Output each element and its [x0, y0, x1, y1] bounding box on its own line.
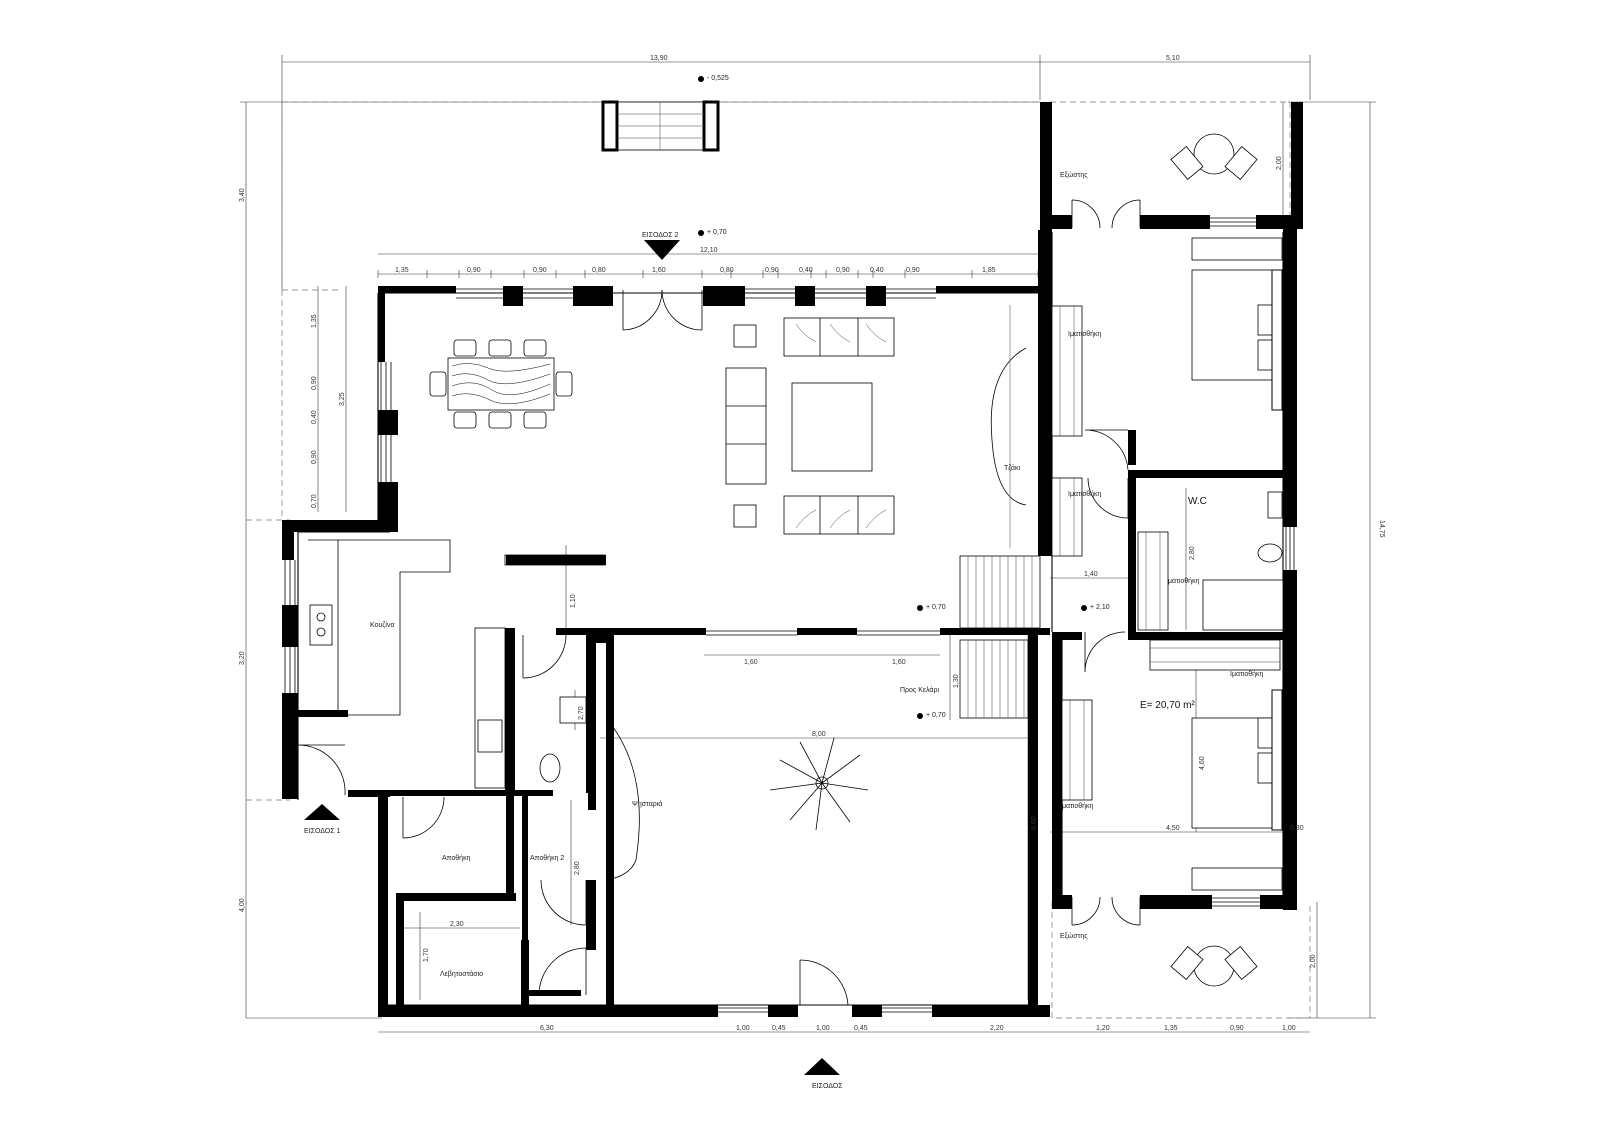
dim-row-2: 0,90	[533, 267, 547, 274]
dim-row-6: 0,90	[765, 267, 779, 274]
dim-row-11: 1,85	[982, 267, 996, 274]
dim-top-right: 5,10	[1166, 55, 1180, 62]
furniture	[308, 133, 1284, 987]
dim-win2: 1,60	[892, 659, 906, 666]
dim-left-inner-3: 0,90	[311, 450, 318, 464]
wardrobe-wc-label: ματιοθήκη	[1168, 578, 1200, 585]
dim-stair-h: 1,30	[953, 674, 960, 688]
dim-bottom-5: 2,20	[990, 1025, 1004, 1032]
dim-left-inner-1: 0,90	[311, 376, 318, 390]
kitchen-label: Κουζίνα	[370, 621, 395, 629]
dim-hall-w: 1,40	[1084, 571, 1098, 578]
storage1-label: Αποθήκη	[442, 855, 471, 862]
balcony-bottom-furniture	[1170, 945, 1258, 987]
entrance1-marker	[304, 804, 340, 820]
doors	[297, 199, 1141, 1006]
fireplace-label: Τζάκι	[1004, 464, 1020, 472]
dim-left-inner-0: 1,35	[311, 314, 318, 328]
dim-bottom-right-2: 0,90	[1230, 1025, 1244, 1032]
terrace-outlines	[246, 101, 1311, 1019]
dim-bottom-2: 0,45	[772, 1025, 786, 1032]
wardrobe-bed2-left-label: Ιματιοθήκη	[1060, 803, 1094, 810]
dim-row-1: 0,90	[467, 267, 481, 274]
windows	[284, 217, 1295, 1013]
dim-bottom-right-0: 1,20	[1096, 1025, 1110, 1032]
dim-bottom-right-1: 1,35	[1164, 1025, 1178, 1032]
entrance-main-marker	[804, 1058, 840, 1075]
stairs	[601, 100, 1041, 719]
dim-row-7: 0,40	[799, 267, 813, 274]
bedroom-area-label: E= 20,70 m²	[1140, 700, 1195, 711]
tree-icon	[769, 737, 869, 831]
wc-label: W.C	[1188, 496, 1207, 507]
dim-bed-wall: 0,30	[1290, 825, 1304, 832]
walls	[282, 102, 1303, 1017]
dim-boiler-w: 2,30	[450, 921, 464, 928]
dim-wc-small: 2,70	[578, 706, 585, 720]
dim-left-0: 3,40	[239, 188, 246, 202]
dim-bed-w: 4,50	[1166, 825, 1180, 832]
storage2-label: Αποθήκη 2	[530, 855, 564, 862]
dim-right-bottom: 2,00	[1310, 954, 1317, 968]
dim-win1: 1,60	[744, 659, 758, 666]
wardrobe-mid-label: Ιματιοθήκη	[1068, 491, 1102, 498]
entrance1-label: ΕΙΣΟΔΟΣ 1	[304, 828, 340, 835]
dim-left-2: 4,00	[239, 898, 246, 912]
balcony-bottom-label: Εξώστης	[1060, 932, 1088, 940]
labels: Εξώστης Εξώστης Ιματιοθήκη Ιματιοθήκη μα…	[304, 75, 1264, 1090]
level-entrance2: + 0,70	[707, 229, 727, 236]
balcony-top-label: Εξώστης	[1060, 171, 1088, 179]
dim-storage-h: 2,80	[574, 861, 581, 875]
level-top: - 0,525	[707, 75, 729, 82]
entrance-main-label: ΕΙΣΟΔΟΣ	[812, 1083, 843, 1090]
boiler-label: Λεβητοστάσιο	[440, 970, 483, 978]
dimension-text: 13,90 5,10 12,10 1,35 0,90 0,90 0,80 1,6…	[239, 55, 1385, 1032]
dim-left-inner-4: 0,70	[311, 494, 318, 508]
level-cellar: + 0,70	[926, 712, 946, 719]
level-hall1: + 0,70	[926, 604, 946, 611]
dim-row-0: 1,35	[395, 267, 409, 274]
to-cellar-label: Προς Κελάρι	[900, 686, 939, 694]
dim-row-9: 0,40	[870, 267, 884, 274]
bbq-label: Ψησταριά	[632, 800, 662, 808]
dim-row-8: 0,90	[836, 267, 850, 274]
dim-patio-w: 8,00	[812, 731, 826, 738]
dim-row-5: 0,80	[720, 267, 734, 274]
dim-boiler-h: 1,70	[423, 948, 430, 962]
balcony-top-furniture	[1170, 133, 1258, 180]
dim-bottom-4: 0,45	[854, 1025, 868, 1032]
dim-bottom-right-3: 1,00	[1282, 1025, 1296, 1032]
wardrobe-top-label: Ιματιοθήκη	[1068, 331, 1102, 338]
dim-patio-h: 6,60	[1031, 816, 1038, 830]
dim-wc-h: 2,80	[1189, 546, 1196, 560]
level-hall2: + 2,10	[1090, 604, 1110, 611]
dim-kitchen-h: 1,10	[570, 594, 577, 608]
dim-row-4: 1,60	[652, 267, 666, 274]
entrance2-label: ΕΙΣΟΔΟΣ 2	[642, 232, 678, 239]
dim-bottom-1: 1,00	[736, 1025, 750, 1032]
dim-inner-total: 12,10	[700, 247, 718, 254]
dim-bottom-0: 6,30	[540, 1025, 554, 1032]
dim-row-10: 0,90	[906, 267, 920, 274]
dim-left-mid: 3,25	[339, 392, 346, 406]
dim-bed-h: 4,60	[1199, 756, 1206, 770]
dim-left-1: 3,20	[239, 651, 246, 665]
level-markers	[698, 76, 1087, 719]
wardrobe-bed2-top-label: Ιματιοθήκη	[1230, 671, 1264, 678]
dim-left-inner-2: 0,40	[311, 410, 318, 424]
entrance2-marker	[644, 240, 680, 260]
dim-top-total: 13,90	[650, 55, 668, 62]
dim-bottom-3: 1,00	[816, 1025, 830, 1032]
dim-row-3: 0,80	[592, 267, 606, 274]
dim-right-total: 14,75	[1378, 520, 1385, 538]
dim-right-top: 2,00	[1276, 156, 1283, 170]
